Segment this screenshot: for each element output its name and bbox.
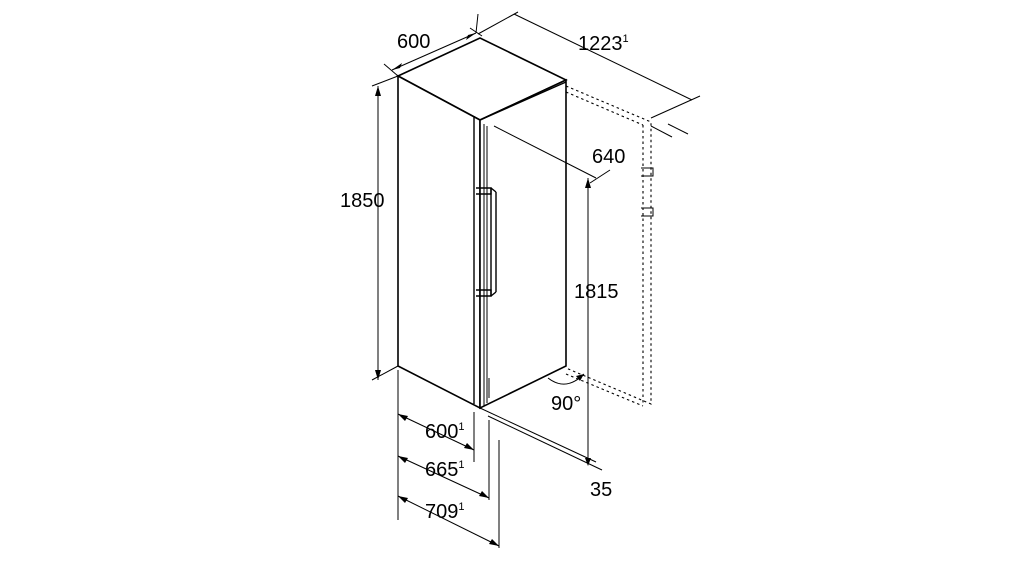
label-depth-with-door: 6651 (425, 459, 465, 481)
refrigerator-body (396, 37, 568, 410)
open-door-outline (565, 85, 654, 407)
label-total-open-depth: 12231 (578, 33, 629, 55)
label-door-angle: 90° (551, 393, 581, 415)
door-handle (476, 187, 497, 297)
fridge-front-face (479, 78, 567, 410)
label-top-width: 600 (397, 31, 430, 53)
label-height: 1850 (340, 190, 385, 212)
fridge-side-face (397, 74, 481, 410)
label-depth-door-open: 640 (592, 146, 625, 168)
dimension-lines (371, 11, 701, 548)
label-door-offset: 35 (590, 479, 612, 501)
label-depth-with-handle: 7091 (425, 501, 465, 523)
dimension-labels: 600 12231 640 1850 1815 90° 35 6001 6651… (340, 31, 629, 523)
label-depth-body: 6001 (425, 421, 465, 443)
label-niche-height: 1815 (574, 281, 619, 303)
